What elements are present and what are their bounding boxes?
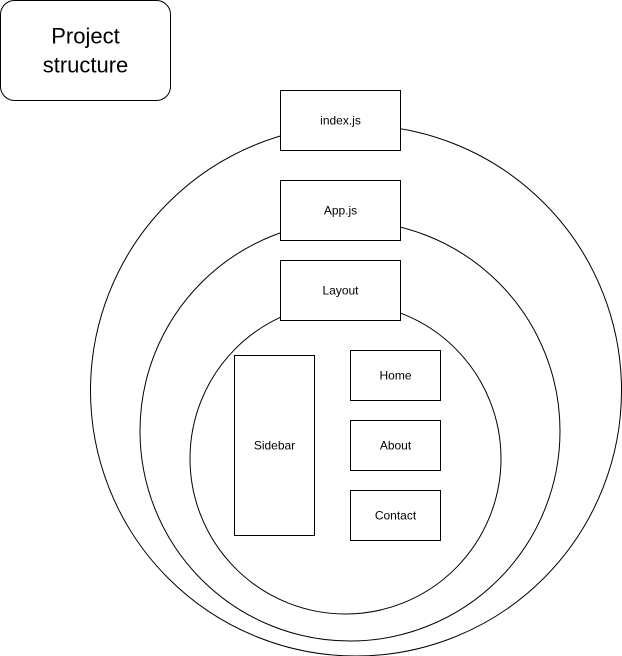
title-box-shape [0,0,171,101]
contact-node: Contact [350,490,441,541]
layout-node: Layout [280,260,401,321]
index-js-node: index.js [280,90,401,151]
index-js-box [280,90,401,151]
app-js-label: App.js [324,204,357,218]
sidebar-node: Sidebar [234,355,315,536]
about-node: About [350,420,441,471]
app-js-box [280,180,401,241]
sidebar-label: Sidebar [254,439,295,453]
contact-label: Contact [375,509,417,523]
home-node: Home [350,350,441,401]
home-box [350,350,441,401]
about-label: About [380,439,412,453]
layout-label: Layout [322,284,359,298]
contact-box [350,490,441,541]
index-js-label: index.js [320,114,361,128]
title-line-1: Project [51,24,119,49]
sidebar-box [234,355,315,536]
title-line-2: structure [43,53,129,78]
about-box [350,420,441,471]
layout-box [280,260,401,321]
title-box: Project structure [0,0,171,101]
home-label: Home [379,369,411,383]
app-js-node: App.js [280,180,401,241]
